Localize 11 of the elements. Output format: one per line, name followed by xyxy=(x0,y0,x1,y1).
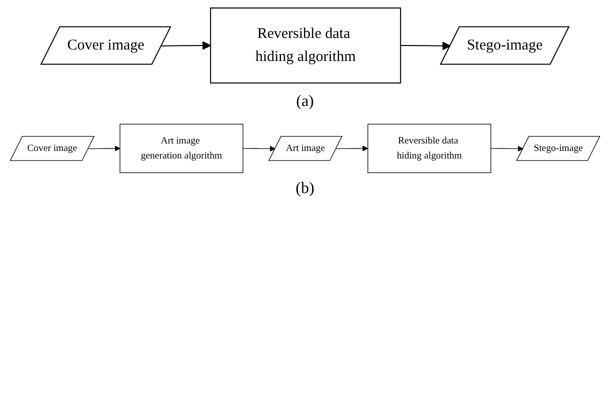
node-box: Reversible data hiding algorithm xyxy=(210,8,402,84)
subfigure-label: (b) xyxy=(296,180,314,198)
subfigure-label: (a) xyxy=(296,93,314,111)
arrow xyxy=(336,146,368,152)
arrow xyxy=(161,41,211,50)
node-box: Art image generation algorithm xyxy=(120,124,244,174)
arrow xyxy=(242,146,276,152)
arrow xyxy=(400,41,451,50)
arrow xyxy=(490,146,524,152)
arrow xyxy=(88,146,120,152)
node-box: Reversible data hiding algorithm xyxy=(368,124,492,174)
